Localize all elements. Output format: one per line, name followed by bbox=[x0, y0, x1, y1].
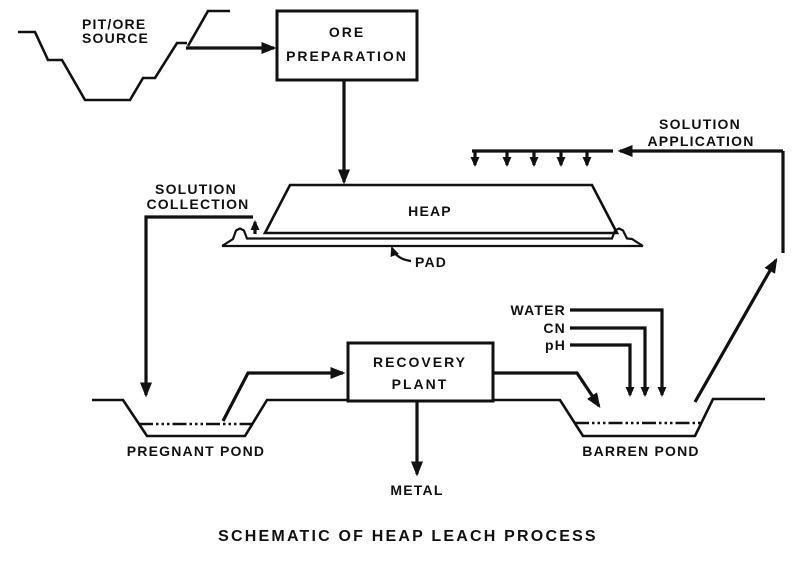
solution-application-label-line2: APPLICATION bbox=[647, 133, 754, 149]
ore-preparation-box bbox=[275, 9, 419, 82]
terrain-outline bbox=[92, 397, 765, 438]
arrow-ph-input bbox=[570, 343, 635, 397]
recovery-plant-box bbox=[346, 341, 495, 403]
arrow-solution-collection-to-pregnant-pond bbox=[140, 215, 253, 398]
cn-input-label: CN bbox=[543, 320, 566, 336]
ph-input-label: pH bbox=[545, 337, 566, 353]
pit-bench-line bbox=[186, 9, 230, 47]
solution-collection-label-line1: SOLUTION bbox=[155, 181, 237, 197]
barren-pond-label: BARREN POND bbox=[582, 443, 699, 459]
pregnant-pond-label: PREGNANT POND bbox=[127, 443, 266, 459]
diagram-title: SCHEMATIC OF HEAP LEACH PROCESS bbox=[218, 528, 598, 545]
ore-preparation-label-line2: PREPARATION bbox=[286, 48, 408, 64]
pit-outline bbox=[18, 30, 187, 102]
pit-source-label-line2: SOURCE bbox=[82, 30, 149, 46]
recovery-plant-label-line2: PLANT bbox=[392, 376, 449, 392]
pad-label: PAD bbox=[415, 254, 447, 270]
solution-collection-label-line2: COLLECTION bbox=[147, 196, 250, 212]
pit-source-label-line1: PIT/ORE bbox=[82, 16, 146, 32]
recovery-plant-label-line1: RECOVERY bbox=[373, 354, 467, 370]
ore-preparation-label-line1: ORE bbox=[329, 24, 365, 40]
arrow-pregnant-pond-to-recovery-plant bbox=[221, 367, 346, 422]
arrow-recovery-plant-to-barren-pond bbox=[493, 371, 601, 409]
heap-label: HEAP bbox=[408, 203, 452, 219]
arrow-barren-pond-to-solution-application bbox=[693, 257, 778, 403]
metal-label: METAL bbox=[390, 482, 443, 498]
arrow-cn-input bbox=[570, 326, 650, 397]
pad-shape bbox=[221, 227, 644, 247]
solution-application-label-line1: SOLUTION bbox=[659, 116, 741, 132]
arrow-water-input bbox=[570, 308, 667, 397]
water-input-label: WATER bbox=[510, 302, 566, 318]
pad-leader-arrow bbox=[390, 246, 412, 263]
heap-shape bbox=[262, 183, 620, 235]
